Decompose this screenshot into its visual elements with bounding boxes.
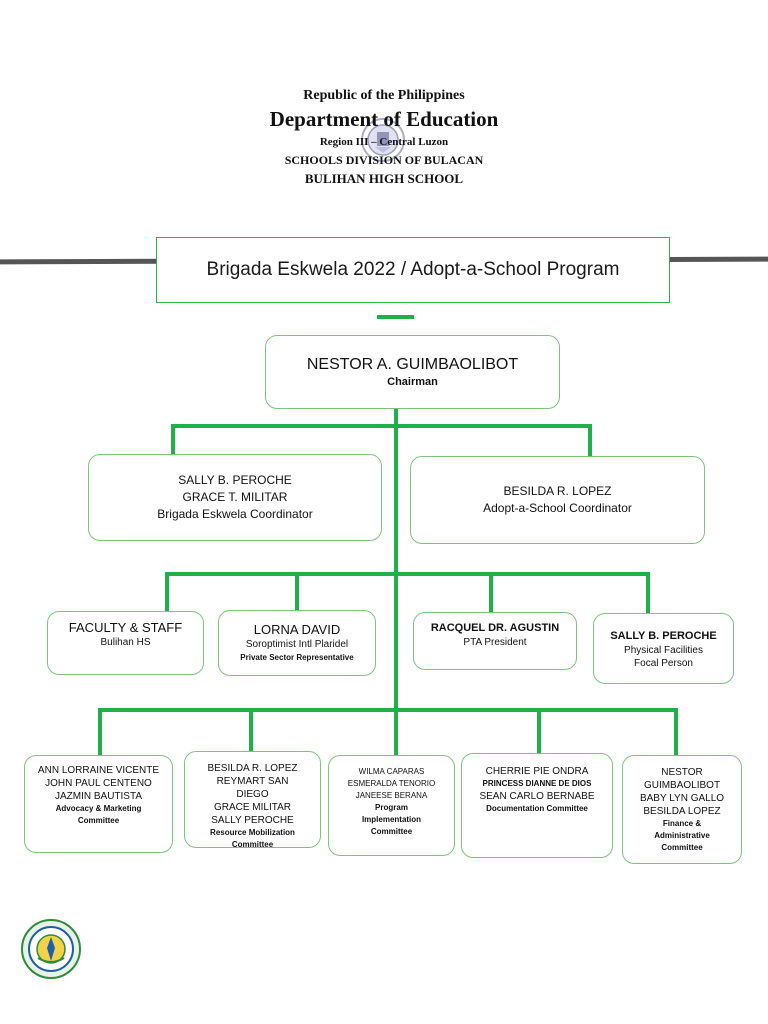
connector-level2-bar: [171, 424, 592, 428]
connector-trunk: [394, 408, 398, 755]
level3-name: RACQUEL DR. AGUSTIN: [430, 622, 560, 634]
level3-name: SALLY B. PEROCHE: [610, 629, 717, 642]
committee-member: JAZMIN BAUTISTA: [54, 791, 143, 802]
deped-seal-icon: [361, 118, 405, 162]
resource-mobilization-committee-box: BESILDA R. LOPEZ REYMART SAN DIEGO GRACE…: [184, 751, 321, 848]
school-logo-icon: [21, 919, 81, 979]
committee-member: SEAN CARLO BERNABE: [479, 791, 595, 802]
committee-member: BESILDA R. LOPEZ: [207, 763, 298, 774]
level3-sub: Soroptimist Intl Plaridel: [245, 639, 349, 650]
program-title: Brigada Eskwela 2022 / Adopt-a-School Pr…: [206, 259, 620, 280]
level3-sub: Private Sector Representative: [240, 653, 354, 662]
committee-role: Resource Mobilization Committee: [210, 828, 295, 848]
coordinator-name: BESILDA R. LOPEZ: [503, 484, 612, 498]
level3-name: FACULTY & STAFF: [68, 620, 183, 635]
coordinator-name: GRACE T. MILITAR: [182, 490, 288, 504]
committee-member: DIEGO: [236, 789, 269, 800]
committee-member: REYMART SAN: [216, 776, 289, 787]
connector-level4-drop-1: [98, 708, 102, 756]
committee-member: GRACE MILITAR: [213, 802, 292, 813]
private-sector-rep-box: LORNA DAVID Soroptimist Intl Plaridel Pr…: [218, 610, 376, 676]
connector-level3-bar: [165, 572, 650, 576]
header-department: Department of Education: [269, 107, 499, 131]
connector-level3-drop-3: [489, 572, 493, 612]
connector-level4-bar: [98, 708, 678, 712]
level3-name: LORNA DAVID: [253, 622, 341, 637]
connector-level3-drop-4: [646, 572, 650, 614]
coordinator-role: Brigada Eskwela Coordinator: [157, 507, 313, 521]
physical-facilities-box: SALLY B. PEROCHE Physical Facilities Foc…: [593, 613, 734, 684]
adopt-a-school-coordinator-box: BESILDA R. LOPEZ Adopt-a-School Coordina…: [410, 456, 705, 544]
connector-level2-left-drop: [171, 424, 175, 456]
coordinator-name: SALLY B. PEROCHE: [178, 473, 292, 487]
committee-role: Documentation Committee: [486, 804, 588, 813]
committee-member: GUIMBAOLIBOT: [643, 780, 721, 791]
committee-member: BABY LYN GALLO: [639, 793, 725, 804]
connector-level4-drop-2: [249, 708, 253, 752]
program-implementation-committee-box: WILMA CAPARAS ESMERALDA TENORIO JANEESE …: [328, 755, 455, 856]
committee-member: ESMERALDA TENORIO: [347, 779, 436, 788]
header-division: SCHOOLS DIVISION OF BULACAN: [284, 153, 484, 167]
committee-member: SALLY PEROCHE: [211, 815, 294, 826]
committee-member: NESTOR: [661, 767, 703, 778]
faculty-staff-box: FACULTY & STAFF Bulihan HS: [47, 611, 204, 675]
committee-member: PRINCESS DIANNE DE DIOS: [482, 779, 592, 788]
advocacy-marketing-committee-box: ANN LORRAINE VICENTE JOHN PAUL CENTENO J…: [24, 755, 173, 853]
connector-level4-drop-4: [537, 708, 541, 753]
level3-sub: Bulihan HS: [100, 637, 151, 648]
committee-member: JOHN PAUL CENTENO: [45, 778, 152, 789]
coordinator-role: Adopt-a-School Coordinator: [483, 501, 632, 515]
chairman-box: NESTOR A. GUIMBAOLIBOT Chairman: [265, 335, 560, 409]
committee-member: JANEESE BERANA: [355, 791, 428, 800]
finance-administrative-committee-box: NESTOR GUIMBAOLIBOT BABY LYN GALLO BESIL…: [622, 755, 742, 864]
committee-member: BESILDA LOPEZ: [643, 806, 721, 817]
connector-level2-right-drop: [588, 424, 592, 456]
title-accent-dash: [377, 315, 414, 319]
committee-member: CHERRIE PIE ONDRA: [485, 766, 589, 777]
committee-member: ANN LORRAINE VICENTE: [37, 765, 160, 776]
chairman-role: Chairman: [387, 375, 438, 388]
committee-member: WILMA CAPARAS: [358, 767, 425, 776]
committee-role: Advocacy & Marketing Committee: [55, 804, 142, 825]
pta-president-box: RACQUEL DR. AGUSTIN PTA President: [413, 612, 577, 670]
header-region: Region III – Central Luzon: [319, 136, 449, 148]
level3-sub: Focal Person: [634, 657, 693, 669]
level3-sub: PTA President: [463, 637, 527, 648]
header-school: BULIHAN HIGH SCHOOL: [304, 171, 464, 186]
documentation-committee-box: CHERRIE PIE ONDRA PRINCESS DIANNE DE DIO…: [461, 753, 613, 858]
chairman-name: NESTOR A. GUIMBAOLIBOT: [306, 355, 519, 373]
connector-level3-drop-2: [295, 572, 299, 612]
level3-sub: Physical Facilities: [624, 644, 703, 656]
program-title-box: Brigada Eskwela 2022 / Adopt-a-School Pr…: [156, 237, 670, 303]
committee-role: Finance & Administrative Committee: [654, 819, 710, 852]
connector-level4-drop-5: [674, 708, 678, 758]
header-republic: Republic of the Philippines: [303, 88, 465, 103]
brigada-coordinator-box: SALLY B. PEROCHE GRACE T. MILITAR Brigad…: [88, 454, 382, 541]
committee-role: Program Implementation Committee: [361, 803, 422, 836]
connector-level3-drop-1: [165, 572, 169, 612]
